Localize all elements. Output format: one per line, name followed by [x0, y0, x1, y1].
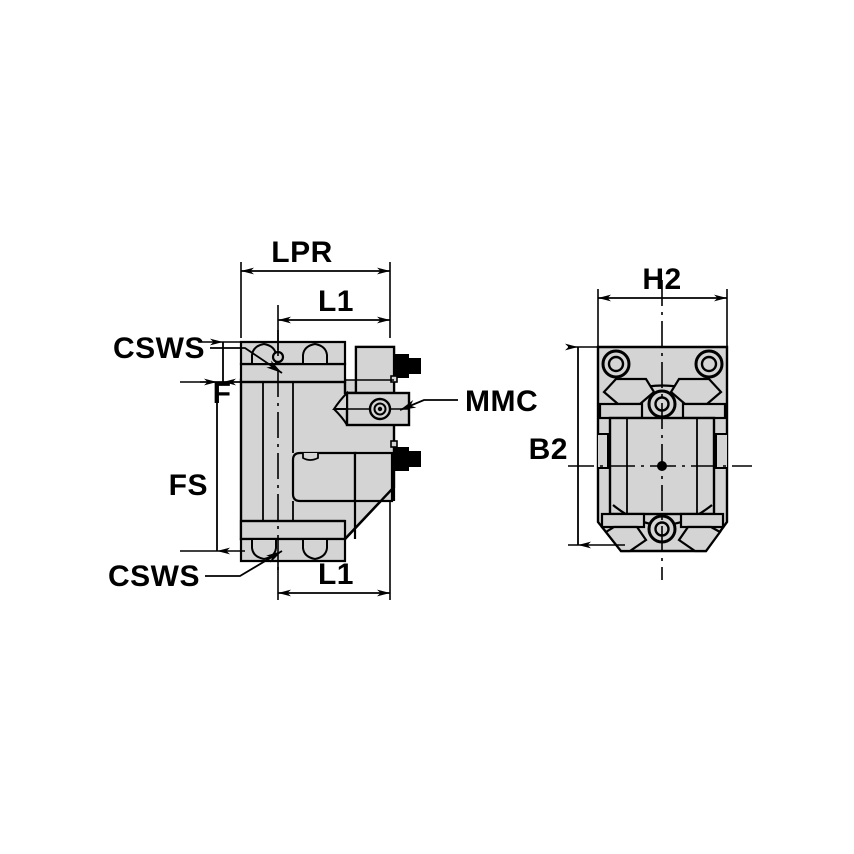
csws-top-leader-line [210, 347, 283, 374]
lower-right-wing [677, 525, 722, 553]
side-step-block [353, 451, 394, 503]
lower-right-pad [679, 512, 725, 529]
upper-right-pad [681, 402, 727, 420]
lpr-label: LPR [271, 236, 333, 269]
leader-mmc: MMC [399, 385, 538, 418]
left-side-lug [598, 433, 609, 469]
lower-nipple-collar [390, 440, 398, 448]
l1-top-label: L1 [318, 285, 354, 318]
lower-chamfer [344, 486, 395, 540]
pocket-notch [302, 453, 319, 461]
upper-left-bore-inner [607, 355, 625, 373]
csws-bottom-leader-line [205, 550, 283, 577]
lower-nipple-body [393, 447, 409, 471]
csws-bottom-label: CSWS [108, 560, 200, 593]
side-view-group: LPR L1 L1 F FS [108, 236, 538, 600]
lower-nipple-tip [407, 451, 421, 467]
mmc-leader-line [399, 399, 458, 411]
l1-bottom-label: L1 [318, 558, 354, 591]
coolant-screw-center [377, 406, 383, 412]
csws-top-label: CSWS [113, 332, 205, 365]
lower-left-wing [604, 525, 648, 553]
dimension-fs: FS [169, 378, 245, 555]
b2-label: B2 [529, 433, 568, 466]
leader-csws-bottom: CSWS [108, 550, 283, 593]
dimension-h2: H2 [597, 263, 728, 350]
right-side-lug [715, 433, 727, 469]
h2-label: H2 [642, 263, 681, 296]
front-view-group: H2 B2 [529, 263, 752, 580]
top-nipple-body [393, 354, 409, 378]
top-nipple-tip [407, 358, 421, 374]
upper-right-bore-inner [700, 355, 718, 373]
lower-clamp-block [239, 519, 347, 541]
top-nipple-collar [390, 375, 398, 383]
upper-clamp-block [239, 362, 347, 384]
lower-left-pad [600, 512, 646, 529]
dimension-l1-bottom: L1 [277, 501, 391, 600]
dimension-l1-top: L1 [277, 285, 390, 350]
upper-left-pad [598, 402, 644, 420]
dimension-lpr: LPR [240, 236, 391, 338]
leader-csws-top: CSWS [113, 332, 283, 374]
dimension-b2: B2 [529, 343, 625, 549]
mid-pocket [291, 451, 357, 503]
side-view-body [239, 330, 421, 572]
lower-serration-right [302, 538, 328, 561]
upper-serration-right [302, 342, 328, 365]
mmc-label: MMC [465, 385, 538, 418]
riser-column [354, 345, 396, 395]
fs-label: FS [169, 469, 208, 502]
